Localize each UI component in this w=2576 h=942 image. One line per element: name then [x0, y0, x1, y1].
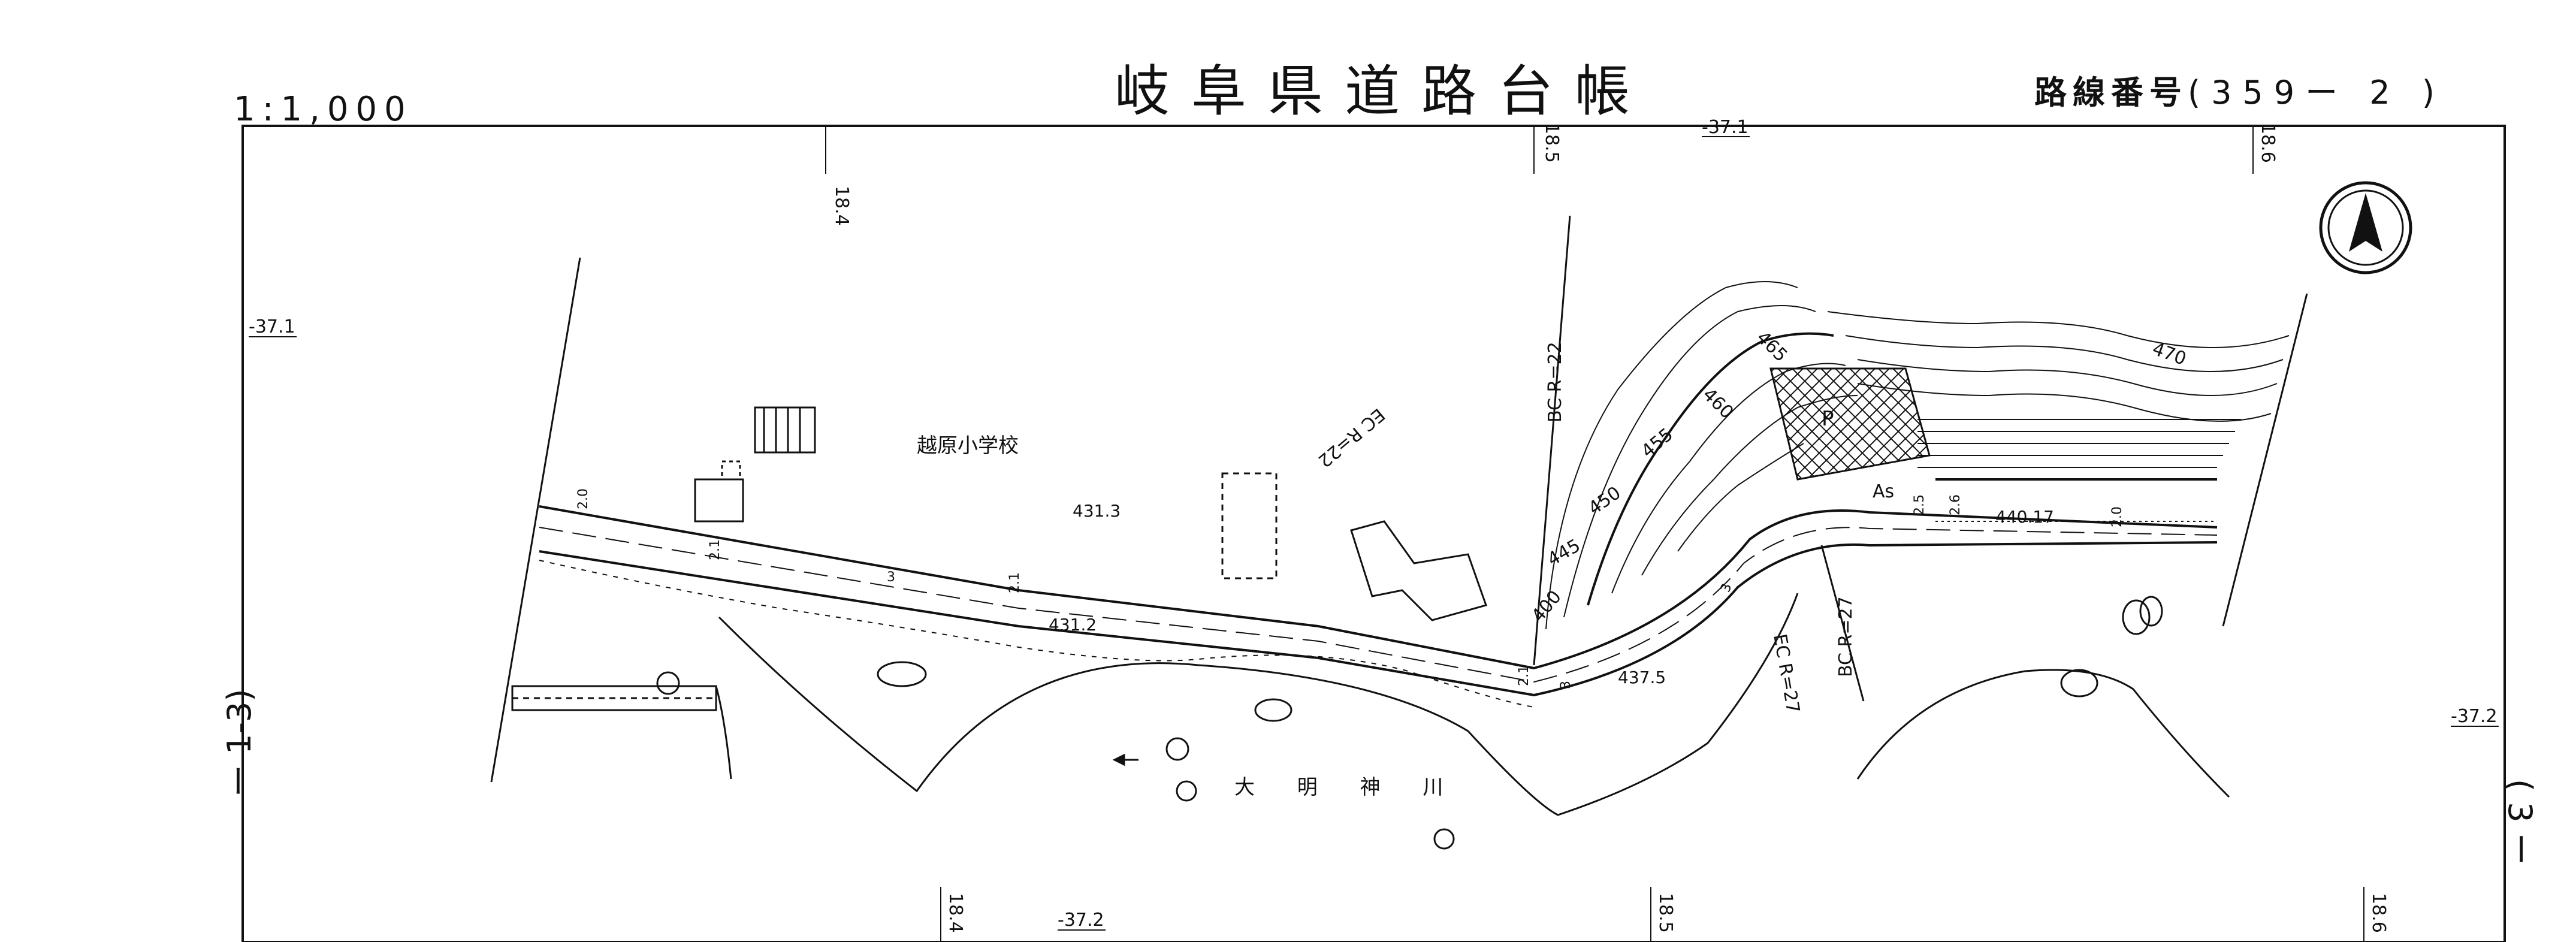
curve-ec-top: EC R=22 — [1314, 404, 1389, 472]
road-width-mark: 3 — [1559, 681, 1574, 689]
elevation-road-1: 431.2 — [1049, 615, 1097, 635]
road-width-mark: 2.6 — [1948, 494, 1963, 515]
road-width-mark: 2.1 — [708, 539, 723, 560]
road-width-mark: 3 — [887, 570, 895, 585]
bc-line-top — [1533, 215, 1571, 666]
elevation-road-3: 440.17 — [1995, 507, 2054, 527]
contour-460: 460 — [1698, 384, 1737, 423]
grid-label-top-18-6: 18.6 — [2257, 123, 2278, 163]
grid-label-bottom-37-2: -37.2 — [1058, 910, 1104, 931]
road-width-mark: 2.0 — [576, 488, 591, 509]
contour-450: 450 — [1585, 482, 1625, 520]
curve-bc-bottom: BC R=27 — [1835, 596, 1856, 677]
grid-label-bottom-18-6: 18.6 — [2368, 893, 2389, 933]
curve-bc-top: BC R=22 — [1545, 342, 1566, 422]
grid-label-top-37-1: -37.1 — [1702, 117, 1748, 138]
cut-line-left — [490, 257, 581, 783]
scale-label: 1:1,000 — [234, 90, 413, 129]
map-frame — [241, 125, 2506, 942]
elevation-road-2: 437.5 — [1618, 668, 1666, 687]
contour-400: 400 — [1527, 587, 1566, 626]
trees — [656, 596, 2163, 850]
bc-line-bottom — [1820, 545, 1865, 702]
route-label: 路線番号 — [2034, 74, 2188, 111]
walls — [511, 478, 2217, 780]
grid-label-right: -37.2 — [2451, 706, 2498, 727]
grid-label-top-18-5: 18.5 — [1541, 123, 1562, 163]
contour-470: 470 — [2149, 339, 2189, 370]
road-width-mark: 3 — [1718, 581, 1735, 594]
buildings — [694, 406, 1487, 621]
road-width-mark: 2.5 — [1912, 494, 1927, 515]
elevation-school: 431.3 — [1073, 501, 1121, 521]
road-width-mark: 2.0 — [2110, 506, 2125, 527]
asphalt-label: As — [1873, 481, 1894, 502]
grid-label-bottom-18-4: 18.4 — [945, 893, 966, 933]
road-width-mark: 2.1 — [1007, 572, 1022, 593]
cut-line-right — [2222, 293, 2308, 627]
contour-465: 465 — [1752, 327, 1791, 366]
grid-label-bottom-18-5: 18.5 — [1655, 893, 1676, 933]
parking-label: P — [1822, 407, 1834, 431]
grid-label-top-18-4: 18.4 — [831, 186, 852, 226]
school-label: 越原小学校 — [917, 434, 1019, 458]
map-title: 岐阜県道路台帳 — [1115, 59, 1652, 123]
north-arrow-icon — [2319, 181, 2412, 274]
river — [718, 593, 2230, 816]
route-number: 路線番号(359ー 2 ) — [2034, 66, 2445, 113]
road — [539, 505, 2218, 708]
river-label: 大 明 神 川 — [1234, 775, 1461, 799]
parking-lot: P — [1769, 367, 1931, 481]
road-width-mark: 2.1 — [1517, 665, 1532, 686]
route-number-value: (359ー 2 ) — [2188, 74, 2445, 111]
curve-ec-bottom: EC R=27 — [1769, 632, 1804, 715]
grid-label-left: -37.1 — [249, 316, 295, 337]
